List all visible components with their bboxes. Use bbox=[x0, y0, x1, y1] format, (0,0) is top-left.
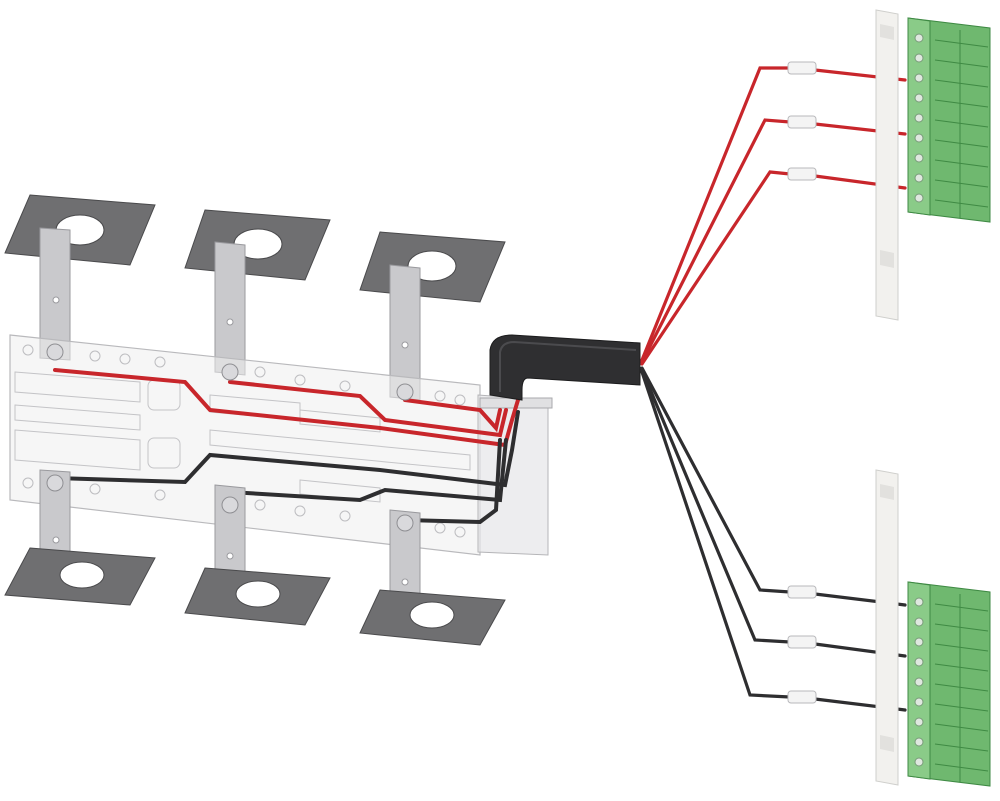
bottom-mounting-brackets bbox=[4, 343, 506, 646]
terminal-screws bbox=[914, 33, 924, 203]
mounting-bracket-5 bbox=[184, 484, 331, 626]
black-wires-external bbox=[640, 366, 907, 712]
plate-hole bbox=[59, 561, 105, 589]
black-wire-ferrules bbox=[787, 585, 817, 704]
mounting-bracket-2 bbox=[184, 209, 331, 376]
bracket-hole bbox=[401, 341, 409, 349]
bracket-hole bbox=[401, 578, 409, 586]
mounting-bracket-3 bbox=[359, 231, 506, 401]
bracket-hole bbox=[226, 552, 234, 560]
bracket-strap bbox=[214, 241, 246, 376]
upper-terminal-block bbox=[875, 9, 991, 321]
mounting-bracket-4 bbox=[4, 469, 156, 606]
terminal-rail bbox=[875, 469, 899, 786]
terminal-screws bbox=[914, 597, 924, 767]
plate-hole bbox=[235, 580, 281, 608]
cable-sleeve bbox=[489, 334, 641, 401]
red-wire-ferrules bbox=[787, 61, 817, 181]
bracket-rivets bbox=[46, 343, 414, 532]
lower-terminal-block bbox=[875, 469, 991, 787]
top-mounting-brackets bbox=[4, 194, 506, 401]
mounting-bracket-6 bbox=[359, 509, 506, 646]
bracket-hole bbox=[52, 296, 60, 304]
terminal-rail bbox=[875, 9, 899, 321]
red-wires-internal bbox=[53, 368, 520, 448]
red-wires-external bbox=[640, 66, 907, 366]
bracket-hole bbox=[226, 318, 234, 326]
black-wires-internal bbox=[53, 410, 520, 525]
plate-hole bbox=[409, 601, 455, 629]
bracket-hole bbox=[52, 536, 60, 544]
mounting-bracket-1 bbox=[4, 194, 156, 361]
